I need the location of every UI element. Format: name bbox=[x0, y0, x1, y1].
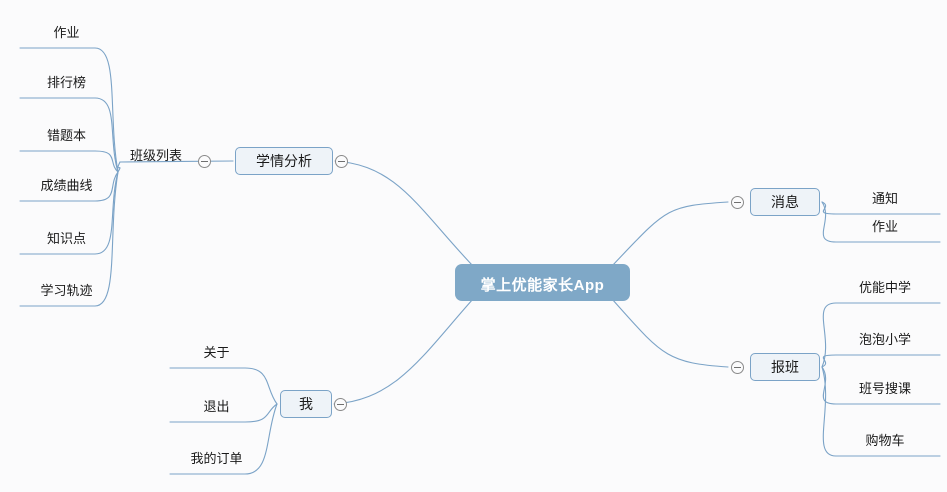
leaf-node[interactable]: 班号搜课 bbox=[830, 378, 940, 399]
collapse-toggle-class-list[interactable] bbox=[198, 155, 211, 168]
leaf-label: 学习轨迹 bbox=[40, 283, 93, 298]
connector-line bbox=[244, 403, 278, 423]
branch-node-wo[interactable]: 我 bbox=[280, 390, 332, 418]
leaf-node[interactable]: 通知 bbox=[830, 188, 940, 209]
leaf-node[interactable]: 作业 bbox=[830, 216, 940, 237]
branch-node-xiaoxi[interactable]: 消息 bbox=[750, 188, 820, 216]
leaf-node[interactable]: 错题本 bbox=[20, 125, 113, 146]
leaf-label: 作业 bbox=[871, 219, 898, 234]
leaf-node[interactable]: 泡泡小学 bbox=[830, 329, 940, 350]
leaf-label: 班号搜课 bbox=[858, 381, 911, 396]
branch-node-baoban[interactable]: 报班 bbox=[750, 353, 820, 381]
leaf-node[interactable]: 知识点 bbox=[20, 228, 113, 249]
connector-line bbox=[333, 298, 474, 405]
leaf-node[interactable]: 退出 bbox=[170, 396, 263, 417]
leaf-label: 优能中学 bbox=[858, 280, 911, 295]
collapse-toggle-baoban[interactable] bbox=[731, 361, 744, 374]
leaf-node[interactable]: 购物车 bbox=[830, 430, 940, 451]
collapse-toggle-xueqing[interactable] bbox=[335, 155, 348, 168]
leaf-label: 排行榜 bbox=[46, 75, 86, 90]
leaf-label: 通知 bbox=[871, 191, 898, 206]
collapse-toggle-xiaoxi[interactable] bbox=[731, 196, 744, 209]
connector-line bbox=[821, 366, 837, 405]
connector-line bbox=[94, 171, 119, 307]
leaf-node[interactable]: 优能中学 bbox=[830, 277, 940, 298]
connector-line bbox=[94, 47, 119, 173]
connector-line bbox=[821, 354, 837, 368]
connector-line bbox=[244, 403, 278, 475]
connector-line bbox=[94, 171, 119, 202]
root-node[interactable]: 掌上优能家长App bbox=[455, 264, 630, 301]
leaf-label: 我的订单 bbox=[190, 451, 243, 466]
leaf-label: 关于 bbox=[203, 345, 230, 360]
group-node-xueqing[interactable]: 班级列表 bbox=[130, 148, 183, 163]
branch-node-xueqing[interactable]: 学情分析 bbox=[235, 147, 333, 175]
leaf-node[interactable]: 关于 bbox=[170, 342, 263, 363]
connector-line bbox=[821, 366, 837, 457]
connector-line bbox=[117, 161, 121, 173]
leaf-label: 泡泡小学 bbox=[858, 332, 911, 347]
leaf-node[interactable]: 成绩曲线 bbox=[20, 175, 113, 196]
connector-line bbox=[611, 298, 729, 368]
connector-line bbox=[94, 150, 119, 173]
collapse-toggle-wo[interactable] bbox=[334, 398, 347, 411]
leaf-label: 成绩曲线 bbox=[40, 178, 93, 193]
leaf-label: 知识点 bbox=[46, 231, 86, 246]
leaf-node[interactable]: 学习轨迹 bbox=[20, 280, 113, 301]
leaf-node[interactable]: 排行榜 bbox=[20, 72, 113, 93]
leaf-label: 作业 bbox=[53, 25, 80, 40]
connector-line bbox=[821, 201, 837, 215]
connector-line bbox=[821, 201, 837, 243]
leaf-label: 退出 bbox=[203, 399, 230, 414]
connector-line bbox=[94, 171, 119, 255]
connector-line bbox=[244, 367, 278, 405]
leaf-label: 错题本 bbox=[46, 128, 86, 143]
leaf-label: 购物车 bbox=[865, 433, 905, 448]
connector-line bbox=[94, 97, 119, 173]
connector-line bbox=[821, 302, 837, 368]
connector-line bbox=[611, 201, 729, 267]
leaf-node[interactable]: 我的订单 bbox=[170, 448, 263, 469]
leaf-node[interactable]: 作业 bbox=[20, 22, 113, 43]
connector-line bbox=[119, 160, 234, 163]
connector-line bbox=[334, 160, 474, 267]
